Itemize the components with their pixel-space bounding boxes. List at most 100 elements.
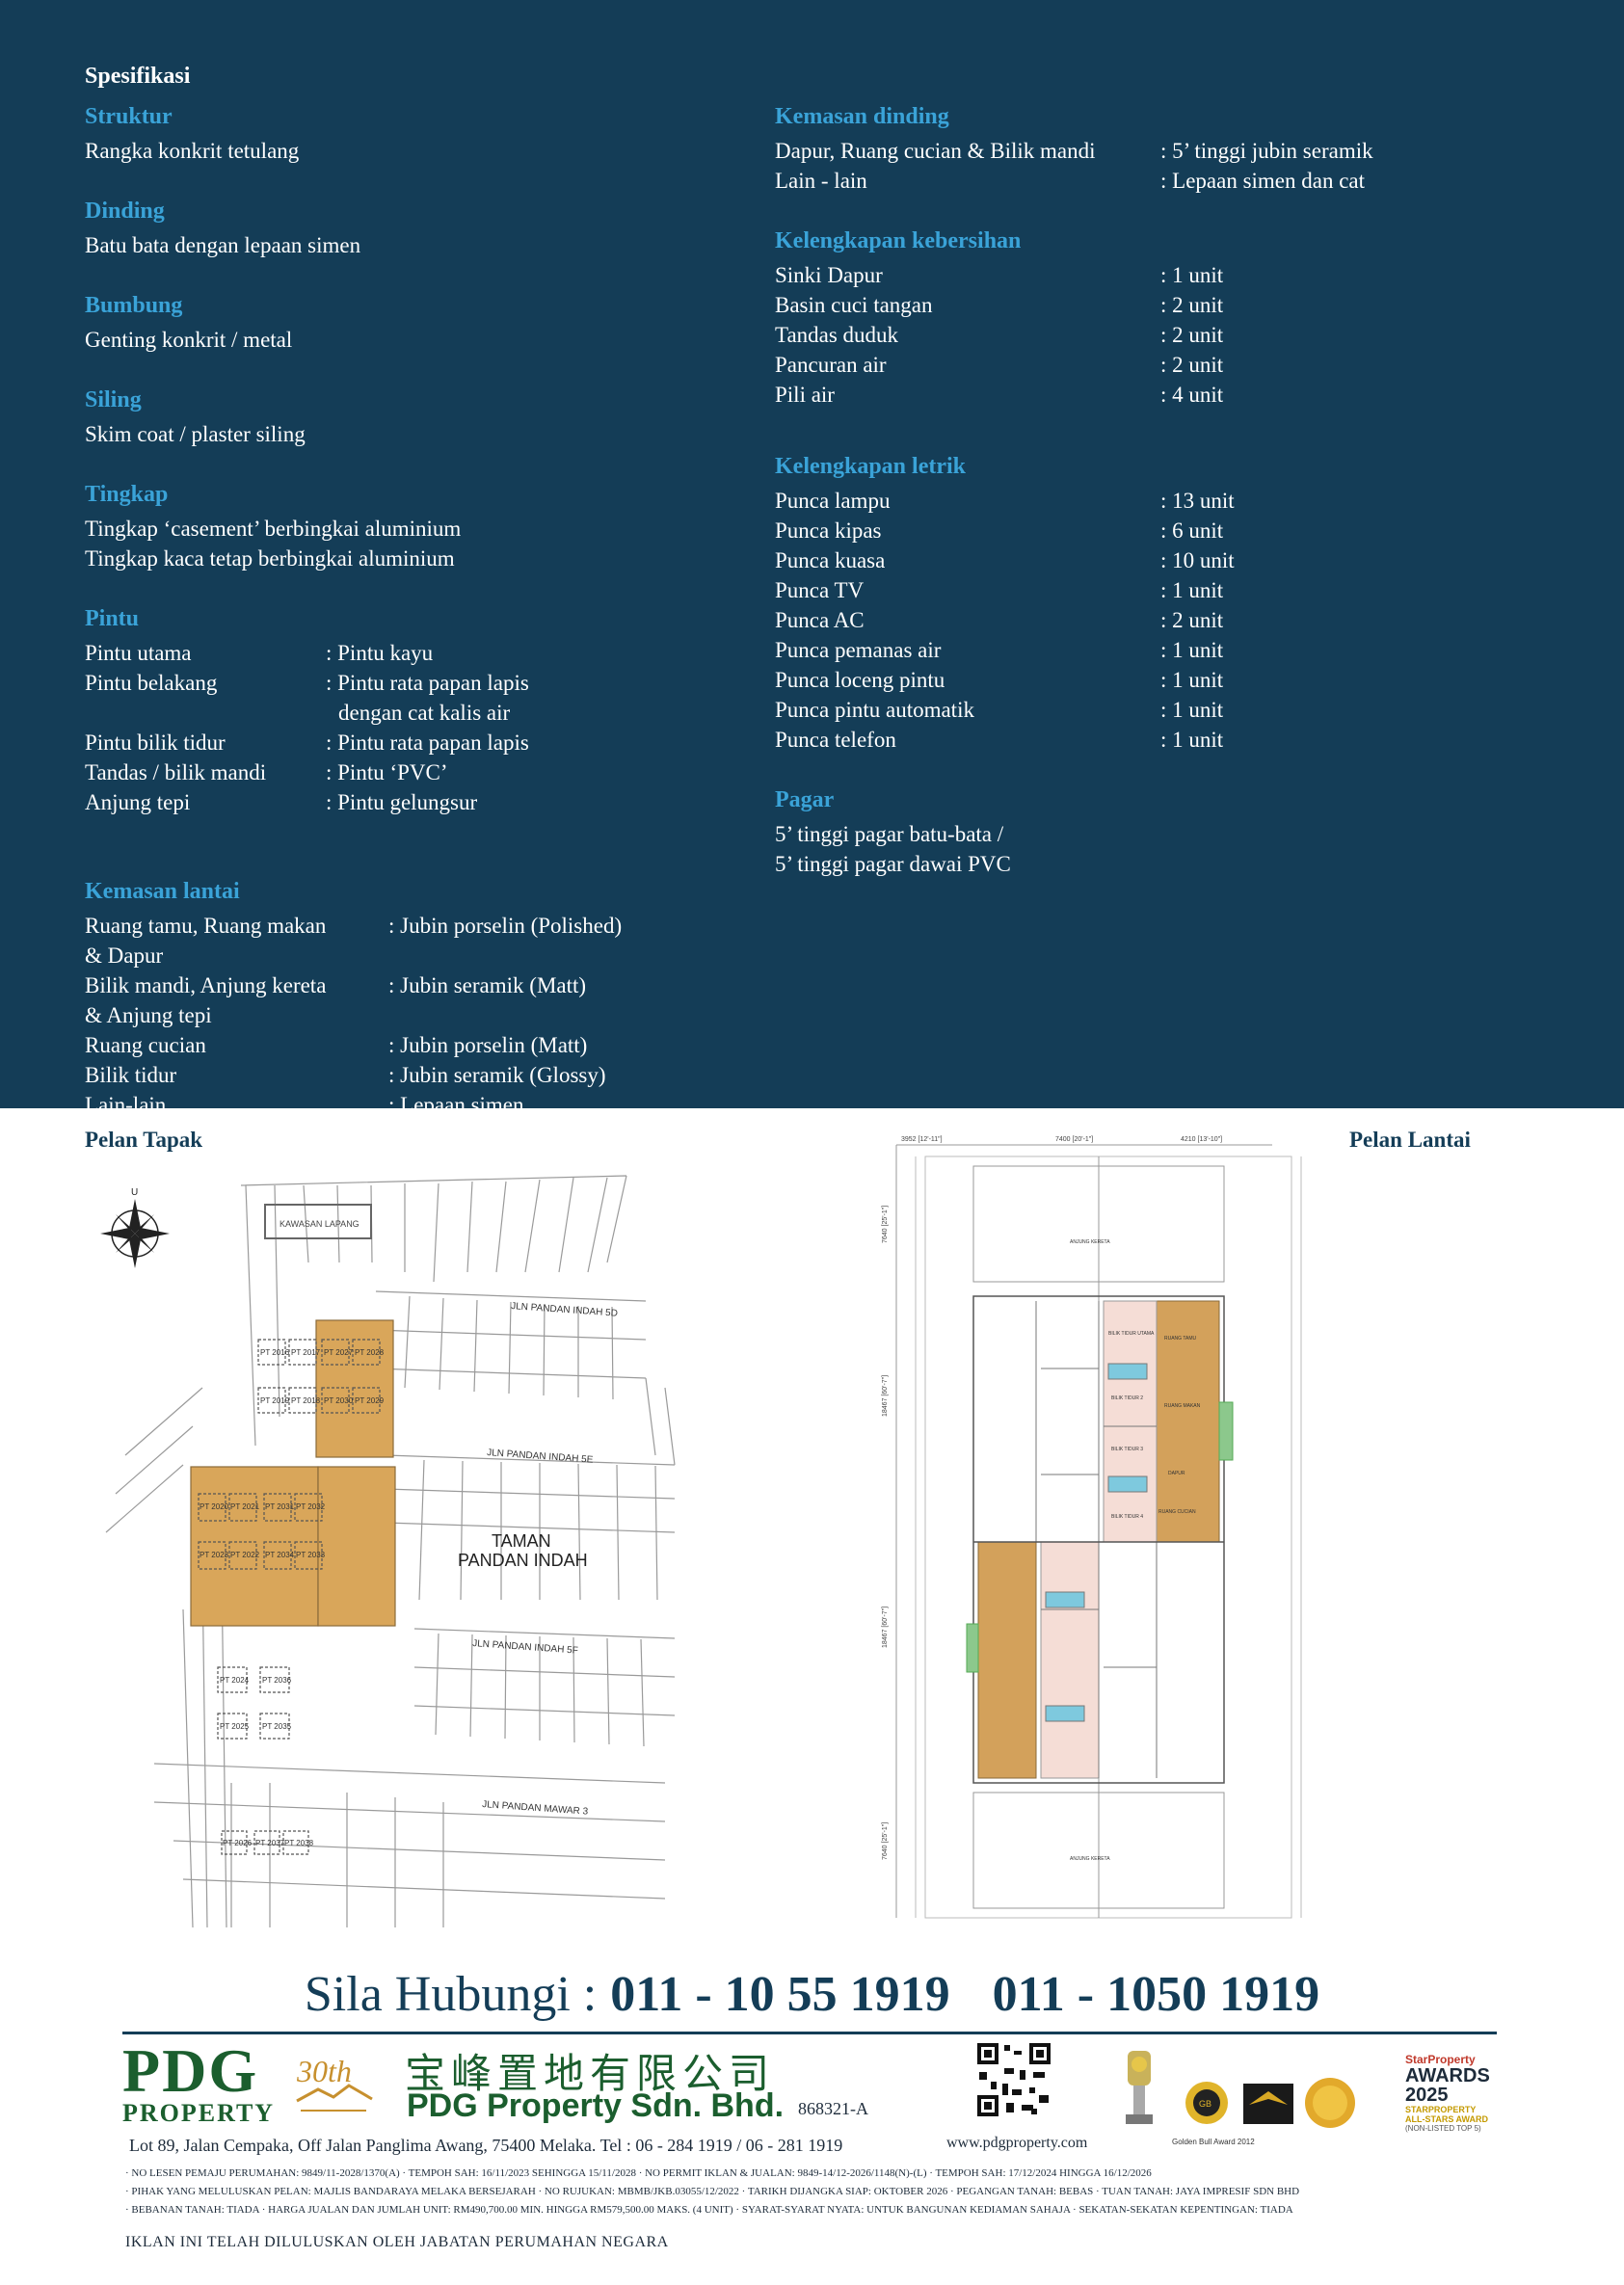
spec-value: : 10 unit	[1160, 548, 1235, 572]
spec-row: Punca lampu: 13 unit	[775, 486, 1507, 516]
spec-value: dengan cat kalis air	[338, 701, 511, 725]
spec-left-column: Struktur Rangka konkrit tetulang Dinding…	[85, 102, 682, 1151]
spec-row: Ruang cucian : Jubin porselin (Matt)	[85, 1030, 682, 1060]
spec-value: : Pintu rata papan lapis	[326, 671, 529, 695]
spec-row: Pancuran air : 2 unit	[775, 350, 1507, 380]
spec-letrik: Kelengkapan letrik Punca lampu: 13 unit …	[775, 452, 1507, 755]
road-label: JLN PANDAN INDAH 5F	[472, 1638, 578, 1657]
section-title: Struktur	[85, 104, 173, 129]
phone-number-1[interactable]: 011 - 10 55 1919	[610, 1967, 950, 2022]
golden-bull-award-icon: GB	[1185, 2082, 1228, 2124]
spec-key: Lain-lain	[85, 1093, 167, 1117]
legal-line: · PIHAK YANG MELULUSKAN PELAN: MAJLIS BA…	[125, 2186, 1300, 2197]
qr-code-icon[interactable]	[975, 2041, 1052, 2118]
svg-text:GB: GB	[1199, 2099, 1211, 2109]
spec-key: Punca TV	[775, 578, 865, 602]
phone-number-2[interactable]: 011 - 1050 1919	[992, 1967, 1320, 2022]
golden-eagle-award-icon	[1243, 2084, 1293, 2124]
site-plan-label: Pelan Tapak	[85, 1128, 203, 1152]
spec-row: Lain-lain : Lepaan simen	[85, 1090, 682, 1120]
lot-label: PT 2017	[291, 1348, 321, 1357]
spec-key: Pintu utama	[85, 641, 192, 665]
spec-value: : 5’ tinggi jubin seramik	[1160, 139, 1373, 163]
spec-key: Punca kuasa	[775, 548, 886, 572]
spec-key: & Dapur	[85, 943, 164, 968]
spec-row: Tandas / bilik mandi : Pintu ‘PVC’	[85, 757, 682, 787]
room-label: RUANG TAMU	[1164, 1336, 1197, 1342]
award-sub: (NON-LISTED TOP 5)	[1405, 2124, 1481, 2133]
spec-value: : 4 unit	[1160, 383, 1224, 407]
lot-outlines	[198, 1339, 381, 1855]
spec-value: : 1 unit	[1160, 728, 1224, 752]
spec-key: & Anjung tepi	[85, 1003, 212, 1027]
legal-line: · NO LESEN PEMAJU PERUMAHAN: 9849/11-202…	[125, 2167, 1152, 2179]
spec-value: : 1 unit	[1160, 263, 1224, 287]
award-sub: STARPROPERTY	[1405, 2105, 1477, 2114]
spec-key: Pili air	[775, 383, 835, 407]
dimension-label: 7640 [25'-1"]	[882, 1206, 889, 1243]
spec-kemasan-lantai: Kemasan lantai Ruang tamu, Ruang makan: …	[85, 877, 682, 1120]
section-title: Bumbung	[85, 293, 183, 318]
spec-key: Bilik mandi, Anjung kereta	[85, 973, 327, 997]
spec-right-column: Kemasan dinding Dapur, Ruang cucian & Bi…	[775, 102, 1507, 910]
spec-key: Pancuran air	[775, 353, 887, 377]
approval-note: IKLAN INI TELAH DILULUSKAN OLEH JABATAN …	[125, 2234, 669, 2250]
highlighted-lots-top	[315, 1319, 394, 1458]
section-text: Rangka konkrit tetulang	[85, 139, 300, 163]
spec-kemasan-dinding: Kemasan dinding Dapur, Ruang cucian & Bi…	[775, 102, 1507, 196]
dimension-label: 18467 [60'-7"]	[882, 1375, 889, 1417]
spec-row: Pintu bilik tidur: Pintu rata papan lapi…	[85, 728, 682, 757]
road-label: JLN PANDAN INDAH 5E	[487, 1448, 594, 1466]
spec-key-empty	[85, 698, 326, 728]
site-plan-drawing: U KAWASAN LAPANG PT 2016	[100, 1175, 676, 1928]
highlighted-lots-mid-right	[317, 1466, 396, 1627]
spec-key: Tandas / bilik mandi	[85, 760, 267, 784]
website-link[interactable]: www.pdgproperty.com	[946, 2135, 1088, 2151]
section-title: Pagar	[775, 787, 835, 812]
section-line: Tingkap ‘casement’ berbingkai aluminium	[85, 517, 462, 541]
spec-key: Punca telefon	[775, 728, 896, 752]
spec-title: Spesifikasi	[85, 64, 191, 89]
company-reg-no: 868321-A	[798, 2099, 868, 2118]
lot-label: PT 2029	[355, 1396, 385, 1405]
spec-key: Tandas duduk	[775, 323, 899, 347]
30th-anniversary-badge-icon: 30th	[296, 2054, 373, 2112]
estate-label: PANDAN INDAH	[458, 1551, 588, 1570]
room-label: BILIK TIDUR 4	[1111, 1514, 1143, 1520]
section-line: Tingkap kaca tetap berbingkai aluminium	[85, 546, 455, 571]
spec-value: : 1 unit	[1160, 698, 1224, 722]
spec-value: : Jubin porselin (Matt)	[388, 1033, 588, 1057]
floor-plan-drawing: 3952 [12'-11"] 7400 [20'-1"] 4210 [13'-1…	[882, 1136, 1302, 1919]
spec-key: Punca AC	[775, 608, 865, 632]
lot-label: PT 2030	[324, 1396, 354, 1405]
spec-value: : 1 unit	[1160, 668, 1224, 692]
lot-label: PT 2020	[200, 1502, 229, 1511]
spec-key: Lain - lain	[775, 169, 867, 193]
spec-row: Bilik tidur: Jubin seramik (Glossy)	[85, 1060, 682, 1090]
spec-key: Ruang cucian	[85, 1033, 206, 1057]
spec-pagar: Pagar 5’ tinggi pagar batu-bata / 5’ tin…	[775, 785, 1507, 879]
spec-value: : 2 unit	[1160, 608, 1224, 632]
dimension-label: 4210 [13'-10"]	[1181, 1136, 1222, 1143]
dimension-label: 18467 [60'-7"]	[882, 1607, 889, 1648]
spec-row: & Dapur	[85, 941, 682, 970]
spec-row: Anjung tepi: Pintu gelungsur	[85, 787, 682, 817]
lot-label: PT 2032	[296, 1502, 326, 1511]
logo-text: PDG	[122, 2036, 259, 2105]
spec-key: Pintu bilik tidur	[85, 731, 226, 755]
spec-value: : 13 unit	[1160, 489, 1235, 513]
lot-label: PT 2018	[291, 1396, 321, 1405]
spec-value: : 2 unit	[1160, 353, 1224, 377]
spec-value: : Lepaan simen dan cat	[1160, 169, 1366, 193]
company-name: PDG Property Sdn. Bhd.	[407, 2087, 785, 2124]
section-title: Kemasan dinding	[775, 104, 949, 129]
spec-value: : 1 unit	[1160, 638, 1224, 662]
spec-value: : Jubin seramik (Matt)	[388, 973, 587, 997]
spec-tingkap: Tingkap Tingkap ‘casement’ berbingkai al…	[85, 480, 682, 573]
spec-key: Pintu belakang	[85, 671, 218, 695]
dimension-label: 7400 [20'-1"]	[1055, 1136, 1093, 1143]
divider	[122, 2032, 1497, 2034]
spec-value: : Lepaan simen	[388, 1093, 524, 1117]
spec-value: : Pintu ‘PVC’	[326, 760, 448, 784]
spec-bumbung: Bumbung Genting konkrit / metal	[85, 291, 682, 355]
